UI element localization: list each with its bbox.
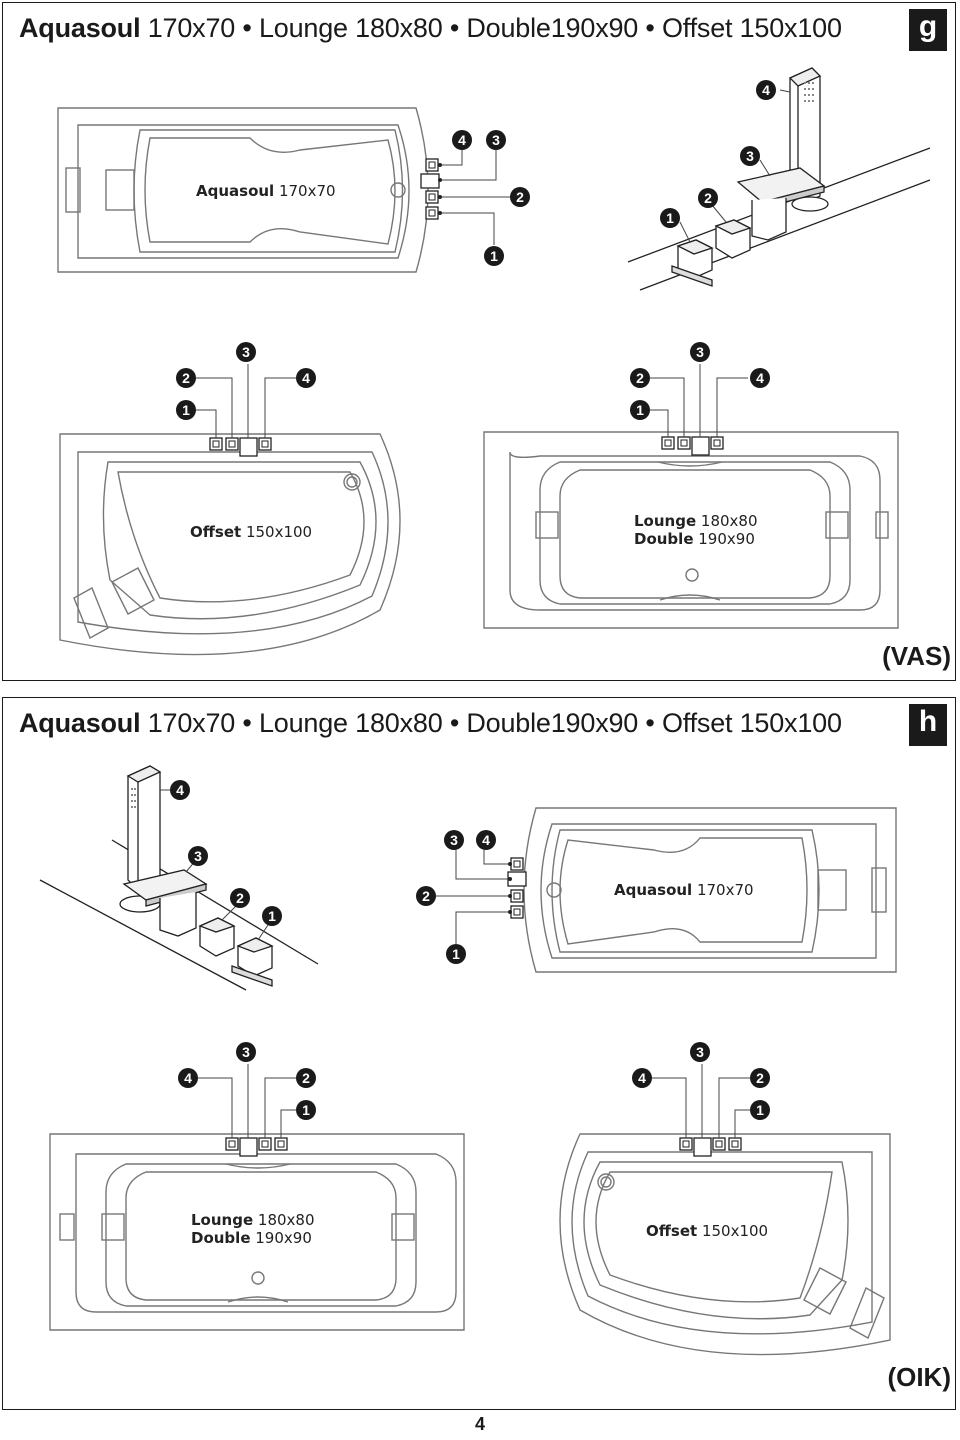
svg-text:3: 3 <box>492 132 500 148</box>
svg-text:4: 4 <box>176 782 184 798</box>
svg-text:1: 1 <box>490 248 498 264</box>
svg-text:3: 3 <box>746 148 754 164</box>
panel-g-header: Aquasoul 170x70 • Lounge 180x80 • Double… <box>19 13 842 43</box>
aquasoul-label-h: Aquasoul 170x70 <box>614 881 754 899</box>
svg-text:3: 3 <box>194 848 202 864</box>
svg-text:1: 1 <box>182 402 190 418</box>
svg-text:2: 2 <box>302 1070 310 1086</box>
svg-text:2: 2 <box>756 1070 764 1086</box>
panel-h-code: (OIK) <box>887 1362 951 1392</box>
svg-text:4: 4 <box>762 82 770 98</box>
offset-fittings-h <box>652 1064 750 1157</box>
lounge-bath-g <box>483 431 899 629</box>
panel-g-code: (VAS) <box>882 641 951 671</box>
offset-fittings-g <box>196 364 296 457</box>
callout-2-g1: 2 <box>510 187 530 207</box>
offset-callouts-h: 4 3 2 1 <box>632 1042 770 1120</box>
offset-callouts-g: 1 2 3 4 <box>176 342 316 420</box>
svg-text:1: 1 <box>636 402 644 418</box>
panel-h: Aquasoul 170x70 • Lounge 180x80 • Double… <box>2 697 956 1410</box>
svg-text:4: 4 <box>302 370 310 386</box>
svg-text:2: 2 <box>236 890 244 906</box>
svg-text:1: 1 <box>452 946 460 962</box>
aquasoul-label-g: Aquasoul 170x70 <box>196 182 336 200</box>
svg-text:1: 1 <box>666 210 674 226</box>
page-number: 4 <box>474 1414 485 1434</box>
svg-text:2: 2 <box>182 370 190 386</box>
svg-text:1: 1 <box>302 1102 310 1118</box>
svg-text:2: 2 <box>636 370 644 386</box>
tap-set-callouts-h: 4 3 2 1 <box>160 780 282 941</box>
lounge-callouts-g: 1 2 3 4 <box>630 342 770 420</box>
svg-text:3: 3 <box>450 832 458 848</box>
lounge-label-h: Lounge 180x80 <box>191 1211 315 1229</box>
panel-h-header: Aquasoul 170x70 • Lounge 180x80 • Double… <box>19 708 842 738</box>
svg-text:3: 3 <box>696 344 704 360</box>
lounge-bath-h <box>49 1133 465 1331</box>
double-label-g: Double 190x90 <box>634 530 755 548</box>
svg-text:4: 4 <box>756 370 764 386</box>
tap-set-callouts-g: 4 3 2 1 <box>660 80 791 243</box>
aquasoul-bath-h <box>523 807 897 973</box>
tap-set-iso-h <box>39 765 319 991</box>
svg-text:2: 2 <box>704 190 712 206</box>
svg-text:3: 3 <box>242 344 250 360</box>
aquasoul-fittings-h <box>436 850 527 944</box>
aquasoul-fittings-g <box>420 150 520 245</box>
panel-g-badge: g <box>909 9 947 51</box>
panel-h-badge: h <box>909 704 947 746</box>
svg-text:4: 4 <box>638 1070 646 1086</box>
lounge-fittings-h <box>198 1064 296 1157</box>
svg-text:1: 1 <box>268 908 276 924</box>
callout-4-g1: 4 <box>452 130 472 150</box>
svg-text:4: 4 <box>458 132 466 148</box>
svg-text:2: 2 <box>422 888 430 904</box>
offset-bath-h <box>559 1133 891 1356</box>
tap-set-iso-g <box>627 67 931 291</box>
svg-text:4: 4 <box>184 1070 192 1086</box>
offset-bath-g <box>59 433 401 656</box>
double-label-h: Double 190x90 <box>191 1229 312 1247</box>
aquasoul-callouts-h: 3 4 2 1 <box>416 830 496 964</box>
lounge-callouts-h: 4 3 2 1 <box>178 1042 316 1120</box>
svg-text:3: 3 <box>696 1044 704 1060</box>
offset-label-g: Offset 150x100 <box>190 523 312 541</box>
callout-3-g1: 3 <box>486 130 506 150</box>
callout-1-g1: 1 <box>484 246 504 266</box>
svg-text:4: 4 <box>482 832 490 848</box>
svg-text:3: 3 <box>242 1044 250 1060</box>
lounge-label-g: Lounge 180x80 <box>634 512 758 530</box>
svg-text:2: 2 <box>516 189 524 205</box>
offset-label-h: Offset 150x100 <box>646 1222 768 1240</box>
svg-text:1: 1 <box>756 1102 764 1118</box>
lounge-fittings-g <box>650 364 748 456</box>
